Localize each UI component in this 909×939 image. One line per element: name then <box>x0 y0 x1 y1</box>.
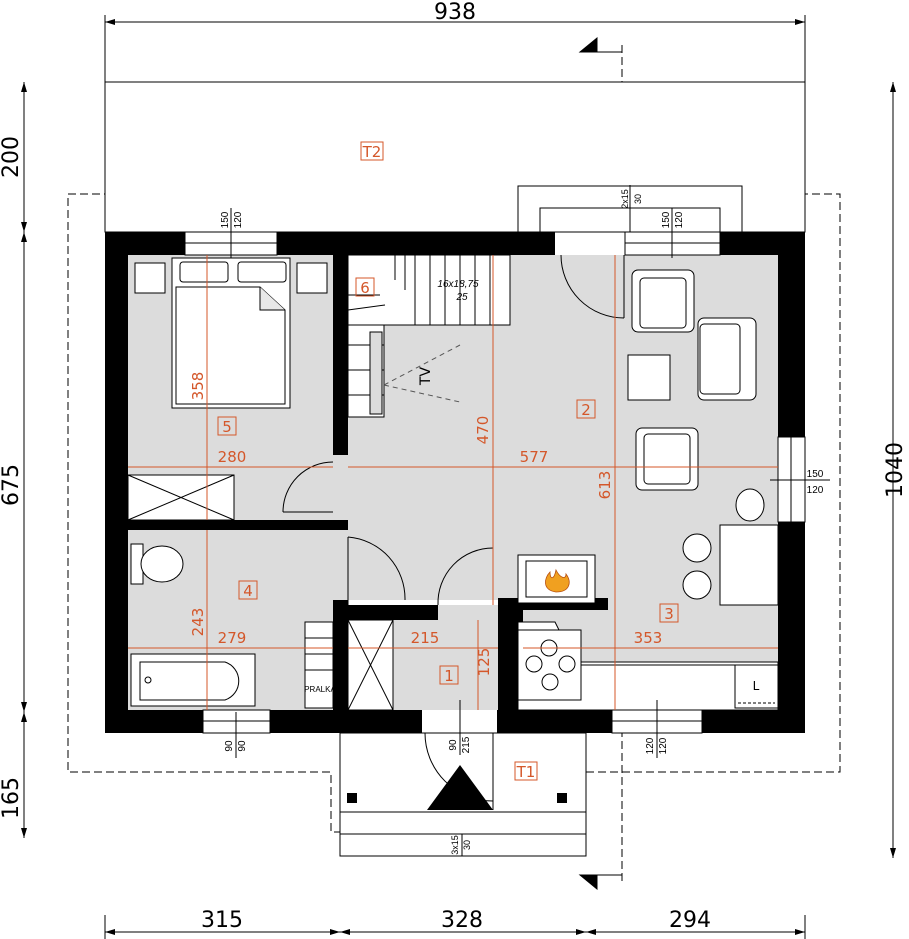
dim-left-middle: 675 <box>0 464 24 506</box>
window-bottom-right-width: 120 <box>645 737 656 754</box>
stairs-count: 25 <box>455 292 468 303</box>
window-bottom-left-height: 90 <box>237 740 248 752</box>
entry-step-spec: 3x15 <box>450 835 460 855</box>
kitchen-counter <box>517 621 779 711</box>
stairs <box>347 254 511 418</box>
tv-label: TV <box>418 367 434 387</box>
dim-353: 353 <box>634 629 663 647</box>
bedroom-furniture <box>127 257 328 521</box>
window-right-height: 120 <box>807 485 824 496</box>
bathroom-furniture <box>130 543 394 711</box>
dim-125: 125 <box>475 648 493 677</box>
pillar-left <box>347 793 357 803</box>
room-3-number: 3 <box>664 605 674 623</box>
section-markers <box>578 36 622 891</box>
dim-358: 358 <box>189 372 207 401</box>
entrance-terrace-t1 <box>339 732 587 857</box>
entry-door-width: 90 <box>448 739 459 751</box>
top-step-depth: 30 <box>633 194 643 204</box>
fireplace <box>517 554 596 604</box>
dim-243: 243 <box>189 608 207 637</box>
dim-470: 470 <box>474 416 492 445</box>
dim-left-bottom: 165 <box>0 777 24 819</box>
room-4-number: 4 <box>243 582 253 600</box>
dim-bottom-right: 294 <box>669 908 711 933</box>
room-boxes <box>217 141 679 781</box>
entry-door-height: 215 <box>461 736 472 753</box>
top-step-spec: 2x15 <box>620 189 630 209</box>
window-bottom-left-width: 90 <box>224 740 235 752</box>
window-top-left-height: 120 <box>233 211 244 228</box>
room-1-number: 1 <box>444 667 454 685</box>
dim-top-total: 938 <box>434 0 476 25</box>
interior-dimension-lines <box>128 255 778 710</box>
entry-step-depth: 30 <box>462 840 472 850</box>
stairs-spec: 16x18,75 <box>437 279 479 290</box>
dim-577: 577 <box>520 448 549 466</box>
dim-279: 279 <box>218 629 247 647</box>
window-right-width: 150 <box>807 469 824 480</box>
dim-215: 215 <box>411 629 440 647</box>
living-furniture <box>627 269 779 606</box>
window-bottom-right-height: 120 <box>658 737 669 754</box>
dim-left-top: 200 <box>0 136 24 178</box>
dim-bottom-middle: 328 <box>441 908 483 933</box>
terrace-t2-label: T2 <box>362 143 382 161</box>
room-5-number: 5 <box>222 418 232 436</box>
room-6-number: 6 <box>360 279 370 297</box>
stairs-dashed <box>383 344 461 403</box>
dim-280: 280 <box>218 448 247 466</box>
dim-right-total: 1040 <box>883 442 908 498</box>
fire-icon <box>545 568 570 593</box>
window-top-right-height: 120 <box>674 211 685 228</box>
window-top-left-width: 150 <box>220 211 231 228</box>
pillar-right <box>557 793 567 803</box>
dim-613: 613 <box>596 471 614 500</box>
dim-bottom-left: 315 <box>201 908 243 933</box>
room-2-number: 2 <box>581 401 591 419</box>
window-top-right-width: 150 <box>661 211 672 228</box>
dimension-lines <box>21 15 896 939</box>
fridge-label: L <box>753 679 760 693</box>
terrace-t1-label: T1 <box>516 763 536 781</box>
washing-machine-label: PRALKA <box>304 685 336 694</box>
window-tick-lines <box>230 185 830 856</box>
